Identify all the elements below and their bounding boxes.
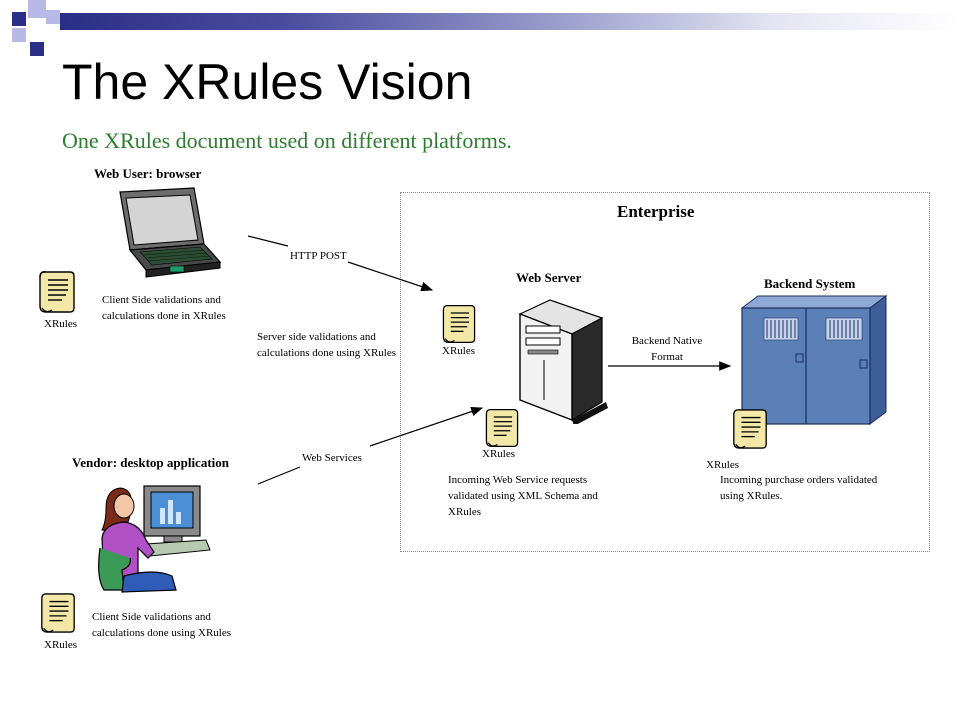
enterprise-label: Enterprise bbox=[617, 202, 695, 221]
mainframe-icon bbox=[736, 294, 892, 428]
scroll-document-icon bbox=[730, 406, 770, 452]
scroll-document-icon bbox=[482, 406, 522, 450]
slide-subtitle: One XRules document used on different pl… bbox=[62, 128, 512, 153]
server-note-line1: Server side validations and bbox=[257, 331, 376, 343]
backend-note-line2: using XRules. bbox=[720, 490, 783, 502]
http-post-label: HTTP POST bbox=[290, 250, 347, 262]
laptop-icon bbox=[116, 186, 222, 278]
enterprise-boundary bbox=[400, 192, 930, 552]
backend-note-line1: Incoming purchase orders validated bbox=[720, 474, 878, 486]
xrules-label: XRules bbox=[442, 345, 475, 357]
web-services-note-line1: Incoming Web Service requests bbox=[448, 474, 588, 486]
xrules-label: XRules bbox=[706, 459, 739, 471]
vendor-heading: Vendor: desktop application bbox=[72, 455, 229, 470]
tower-server-icon bbox=[512, 296, 610, 426]
web-user-note-line2: calculations done in XRules bbox=[102, 310, 226, 322]
vendor-note-line2: calculations done using XRules bbox=[92, 627, 232, 639]
web-user-heading: Web User: browser bbox=[94, 166, 202, 181]
header-bar bbox=[60, 13, 960, 30]
vendor-note-line1: Client Side validations and bbox=[92, 611, 211, 623]
web-services-note-line3: XRules bbox=[448, 506, 481, 518]
server-note-line2: calculations done using XRules bbox=[257, 347, 397, 359]
xrules-label: XRules bbox=[44, 318, 77, 330]
backend-native-line2: Format bbox=[651, 351, 683, 363]
web-services-label: Web Services bbox=[302, 452, 362, 464]
xrules-label: XRules bbox=[44, 639, 77, 651]
backend-system-heading: Backend System bbox=[764, 276, 856, 291]
slide-title: The XRules Vision bbox=[62, 54, 473, 110]
web-server-heading: Web Server bbox=[516, 270, 582, 285]
web-services-note-line2: validated using XML Schema and bbox=[448, 490, 598, 502]
scroll-document-icon bbox=[38, 590, 78, 636]
backend-native-line1: Backend Native bbox=[631, 335, 703, 347]
person-at-computer-icon bbox=[94, 478, 212, 596]
scroll-document-icon bbox=[438, 302, 480, 346]
scroll-document-icon bbox=[36, 268, 78, 316]
http-post-arrow bbox=[247, 235, 434, 292]
xrules-label: XRules bbox=[482, 448, 515, 460]
web-services-arrow bbox=[257, 406, 484, 485]
web-user-note-line1: Client Side validations and bbox=[102, 294, 221, 306]
